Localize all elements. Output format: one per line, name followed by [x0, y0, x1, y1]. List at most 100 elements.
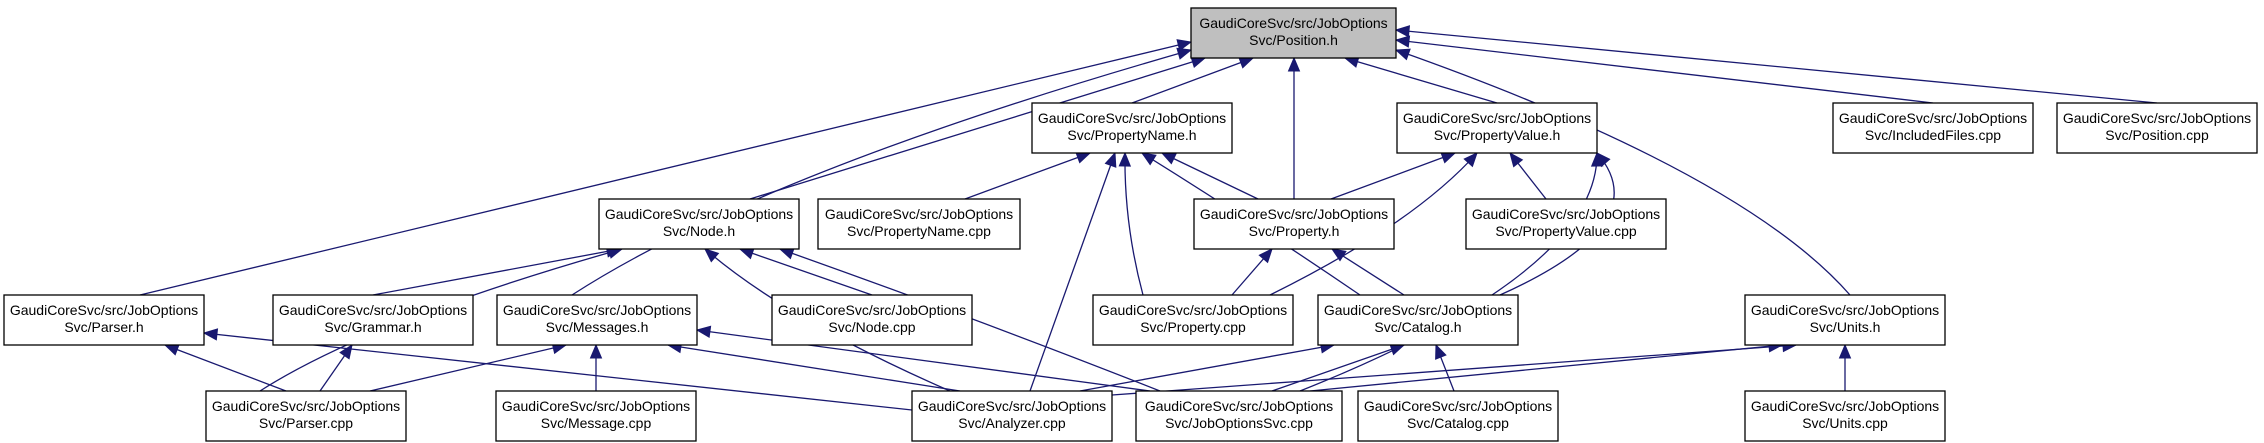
edge-parser_cpp-to-parser_h [163, 343, 287, 392]
node-messages-h[interactable]: GaudiCoreSvc/src/JobOptionsSvc/Messages.… [496, 294, 698, 346]
edge-parser_h-to-position_h-arrowhead [1176, 39, 1193, 52]
edge-property_h-to-position_h-arrowhead [1287, 56, 1301, 72]
node-propertyname-h[interactable]: GaudiCoreSvc/src/JobOptionsSvc/PropertyN… [1031, 102, 1233, 154]
node-box[interactable] [1744, 390, 1946, 442]
node-node-h[interactable]: GaudiCoreSvc/src/JobOptionsSvc/Node.h [598, 198, 800, 250]
edge-units_cpp-to-units_h-arrowhead [1838, 343, 1852, 359]
node-box[interactable] [2056, 102, 2258, 154]
edge-analyzer_cpp-to-propertyname_h-arrowhead [1104, 151, 1117, 168]
edge-parser_cpp-to-parser_h-line [164, 344, 287, 392]
node-box[interactable] [1190, 7, 1397, 59]
node-propertyname-cpp[interactable]: GaudiCoreSvc/src/JobOptionsSvc/PropertyN… [817, 198, 1021, 250]
edge-propertyname_h-to-position_h-arrowhead [1238, 56, 1255, 69]
node-label-1: GaudiCoreSvc/src/JobOptions [1364, 398, 1552, 414]
node-box[interactable] [911, 390, 1113, 442]
node-label-1: GaudiCoreSvc/src/JobOptions [502, 398, 690, 414]
edge-position_cpp-to-position_h [1394, 25, 2158, 104]
node-propertyvalue-cpp[interactable]: GaudiCoreSvc/src/JobOptionsSvc/PropertyV… [1465, 198, 1667, 250]
node-units-cpp[interactable]: GaudiCoreSvc/src/JobOptionsSvc/Units.cpp [1744, 390, 1946, 442]
edge-property_cpp-to-propertyvalue_h-arrowhead [1463, 152, 1478, 168]
node-box[interactable] [272, 294, 474, 346]
edge-message_cpp-to-messages_h-arrowhead [589, 343, 603, 359]
edge-property_cpp-to-propertyname_h-arrowhead [1118, 151, 1132, 167]
edge-analyzer_cpp-to-units_h [1111, 339, 1798, 396]
node-label-1: GaudiCoreSvc/src/JobOptions [1145, 398, 1333, 414]
edge-parser_h-to-position_h [139, 39, 1193, 296]
node-units-h[interactable]: GaudiCoreSvc/src/JobOptionsSvc/Units.h [1744, 294, 1946, 346]
node-box[interactable] [1193, 198, 1395, 250]
node-box[interactable] [1317, 294, 1519, 346]
edge-node_cpp-to-node_h-line [739, 248, 873, 296]
node-parser-h[interactable]: GaudiCoreSvc/src/JobOptionsSvc/Parser.h [3, 294, 205, 346]
edge-propertyname_cpp-to-propertyname_h-arrowhead [1075, 151, 1092, 164]
edge-catalog_cpp-to-catalog_h-arrowhead [1435, 343, 1447, 360]
node-includedfiles-cpp[interactable]: GaudiCoreSvc/src/JobOptionsSvc/IncludedF… [1832, 102, 2034, 154]
node-box[interactable] [1396, 102, 1598, 154]
node-node-cpp[interactable]: GaudiCoreSvc/src/JobOptionsSvc/Node.cpp [771, 294, 973, 346]
node-label-2: Svc/Property.cpp [1140, 319, 1246, 335]
node-label-2: Svc/Parser.h [64, 319, 143, 335]
node-label-2: Svc/Position.h [1249, 32, 1338, 48]
node-analyzer-cpp[interactable]: GaudiCoreSvc/src/JobOptionsSvc/Analyzer.… [911, 390, 1113, 442]
node-label-1: GaudiCoreSvc/src/JobOptions [1200, 206, 1388, 222]
edge-analyzer_cpp-to-catalog_h [1079, 341, 1336, 392]
node-joboptionssvc-cpp[interactable]: GaudiCoreSvc/src/JobOptionsSvc/JobOption… [1135, 390, 1343, 442]
node-box[interactable] [3, 294, 205, 346]
node-box[interactable] [817, 198, 1021, 250]
edge-analyzer_cpp-to-node_h-arrowhead [704, 248, 720, 263]
edge-parser_cpp-to-grammar_h-arrowhead [339, 343, 353, 360]
edge-catalog_h-to-propertyname_h-arrowhead [1140, 152, 1157, 166]
edge-parser_h-to-position_h-line [139, 41, 1192, 296]
node-label-2: Svc/JobOptionsSvc.cpp [1165, 415, 1313, 431]
node-propertyvalue-h[interactable]: GaudiCoreSvc/src/JobOptionsSvc/PropertyV… [1396, 102, 1598, 154]
edge-property_cpp-to-propertyname_h-line [1124, 152, 1144, 296]
node-label-1: GaudiCoreSvc/src/JobOptions [778, 302, 966, 318]
node-parser-cpp[interactable]: GaudiCoreSvc/src/JobOptionsSvc/Parser.cp… [205, 390, 407, 442]
edge-parser_cpp-to-messages_h [369, 341, 568, 392]
node-grammar-h[interactable]: GaudiCoreSvc/src/JobOptionsSvc/Grammar.h [272, 294, 474, 346]
edge-property_h-to-propertyname_h [1160, 152, 1259, 200]
node-catalog-h[interactable]: GaudiCoreSvc/src/JobOptionsSvc/Catalog.h [1317, 294, 1519, 346]
node-property-h[interactable]: GaudiCoreSvc/src/JobOptionsSvc/Property.… [1193, 198, 1395, 250]
node-label-1: GaudiCoreSvc/src/JobOptions [1839, 110, 2027, 126]
node-box[interactable] [771, 294, 973, 346]
node-position-h[interactable]: GaudiCoreSvc/src/JobOptionsSvc/Position.… [1190, 7, 1397, 59]
node-box[interactable] [495, 390, 697, 442]
node-box[interactable] [1832, 102, 2034, 154]
node-label-1: GaudiCoreSvc/src/JobOptions [503, 302, 691, 318]
edges-layer [139, 25, 2158, 411]
edge-analyzer_cpp-to-parser_h-line [203, 332, 913, 411]
node-box[interactable] [598, 198, 800, 250]
node-box[interactable] [1031, 102, 1233, 154]
node-position-cpp[interactable]: GaudiCoreSvc/src/JobOptionsSvc/Position.… [2056, 102, 2258, 154]
node-message-cpp[interactable]: GaudiCoreSvc/src/JobOptionsSvc/Message.c… [495, 390, 697, 442]
node-catalog-cpp[interactable]: GaudiCoreSvc/src/JobOptionsSvc/Catalog.c… [1357, 390, 1559, 442]
edge-messages_h-to-position_h-line [571, 49, 1192, 296]
node-box[interactable] [1744, 294, 1946, 346]
edge-catalog_h-to-property_h-line [1331, 248, 1405, 296]
edge-grammar_h-to-node_h-line [372, 248, 621, 296]
edge-joboptionssvc_cpp-to-node_h-line [779, 248, 1161, 392]
node-property-cpp[interactable]: GaudiCoreSvc/src/JobOptionsSvc/Property.… [1092, 294, 1294, 346]
node-box[interactable] [1357, 390, 1559, 442]
nodes-layer: GaudiCoreSvc/src/JobOptionsSvc/Position.… [3, 7, 2258, 442]
node-label-2: Svc/Catalog.cpp [1407, 415, 1509, 431]
node-label-2: Svc/Node.cpp [828, 319, 915, 335]
node-box[interactable] [1092, 294, 1294, 346]
node-box[interactable] [1135, 390, 1343, 442]
node-label-1: GaudiCoreSvc/src/JobOptions [1199, 15, 1387, 31]
node-label-1: GaudiCoreSvc/src/JobOptions [10, 302, 198, 318]
node-box[interactable] [496, 294, 698, 346]
edge-includedfiles_cpp-to-position_h [1394, 35, 1934, 104]
edge-catalog_cpp-to-catalog_h [1435, 343, 1455, 392]
edge-joboptionssvc_cpp-to-propertyvalue_h-arrowhead [1590, 151, 1604, 167]
edge-property_h-to-position_h [1287, 56, 1301, 199]
node-box[interactable] [1465, 198, 1667, 250]
node-label-1: GaudiCoreSvc/src/JobOptions [1472, 206, 1660, 222]
node-label-2: Svc/PropertyName.h [1067, 127, 1196, 143]
node-box[interactable] [205, 390, 407, 442]
node-label-2: Svc/Property.h [1249, 223, 1340, 239]
edge-messages_h-to-position_h [571, 47, 1193, 296]
edge-joboptionssvc_cpp-to-messages_h-arrowhead [695, 325, 712, 339]
edge-catalog_h-to-property_h [1330, 248, 1405, 296]
